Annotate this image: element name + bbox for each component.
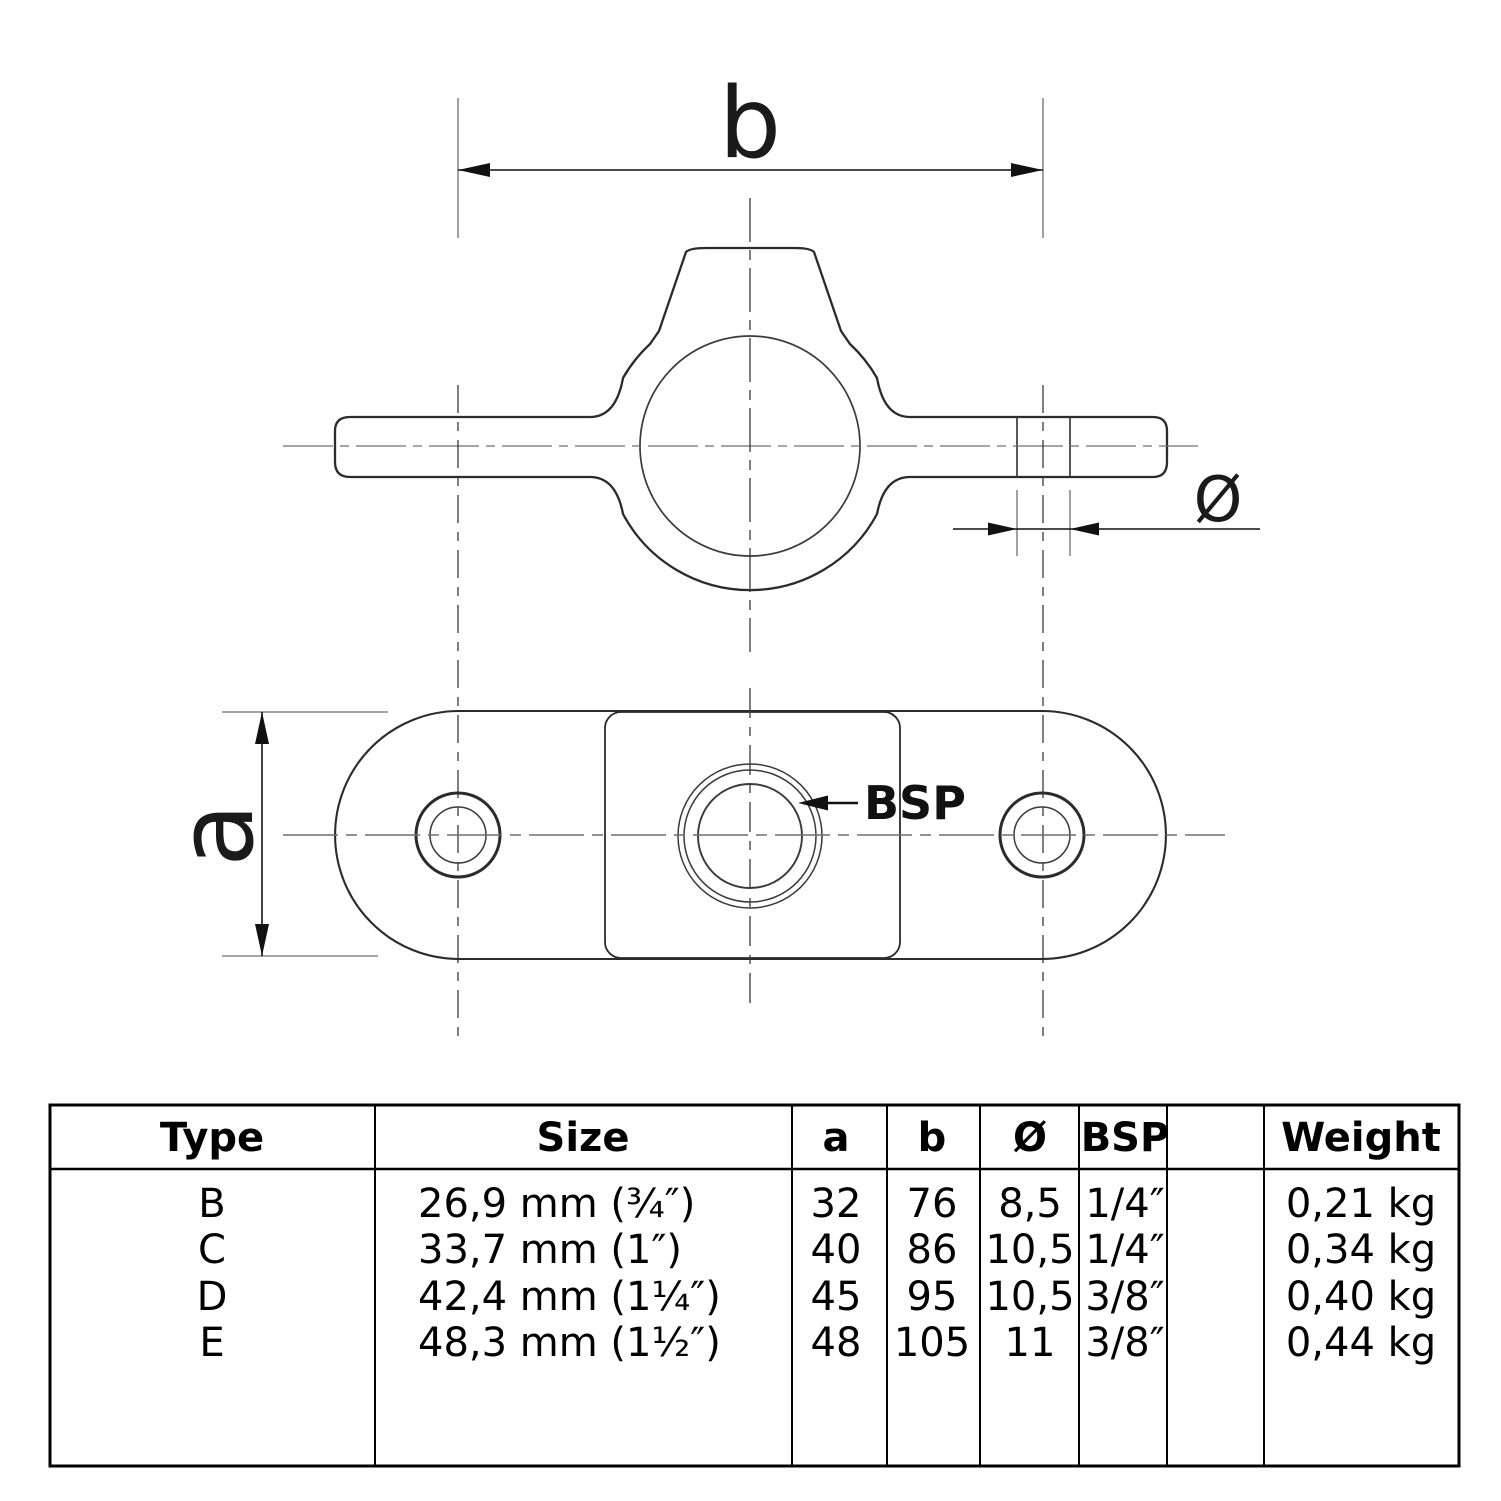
cell-b: 76 — [907, 1181, 958, 1227]
cell-weight: 0,34 kg — [1286, 1227, 1436, 1273]
header-diameter: Ø — [1013, 1115, 1047, 1161]
cell-weight: 0,21 kg — [1286, 1181, 1436, 1227]
table-row: E 48,3 mm (1½″) 48 105 11 3/8″ 0,44 kg — [199, 1320, 1436, 1366]
header-weight: Weight — [1281, 1115, 1441, 1161]
front-view: b Ø — [283, 67, 1260, 1042]
cell-type: C — [198, 1227, 226, 1273]
cell-bsp: 3/8″ — [1085, 1274, 1164, 1320]
cell-size: 26,9 mm (¾″) — [418, 1181, 695, 1227]
dimension-diameter: Ø — [953, 463, 1260, 556]
cell-a: 45 — [811, 1274, 862, 1320]
cell-weight: 0,44 kg — [1286, 1320, 1436, 1366]
dim-b-arrow-right — [1011, 163, 1043, 177]
cell-size: 48,3 mm (1½″) — [418, 1320, 721, 1366]
cell-size: 42,4 mm (1¼″) — [418, 1274, 721, 1320]
front-view-outline — [333, 246, 1169, 592]
cell-size: 33,7 mm (1″) — [418, 1227, 682, 1273]
table-outer-border — [48, 1103, 1461, 1468]
dimension-a: a — [155, 711, 388, 957]
cell-b: 86 — [907, 1227, 958, 1273]
cell-bsp: 1/4″ — [1085, 1227, 1164, 1273]
dim-a-label: a — [155, 803, 277, 867]
bsp-label: BSP — [864, 776, 966, 830]
cell-bsp: 1/4″ — [1085, 1181, 1164, 1227]
dim-dia-arrow-left — [988, 522, 1017, 536]
cell-diameter: 10,5 — [985, 1227, 1074, 1273]
cell-a: 32 — [811, 1181, 862, 1227]
table-row: D 42,4 mm (1¼″) 45 95 10,5 3/8″ 0,40 kg — [197, 1274, 1437, 1320]
header-b: b — [918, 1115, 947, 1161]
cell-b: 105 — [894, 1320, 970, 1366]
header-a: a — [823, 1115, 850, 1161]
header-bsp: BSP — [1081, 1115, 1170, 1161]
cell-diameter: 11 — [1005, 1320, 1056, 1366]
cell-type: B — [198, 1181, 225, 1227]
dim-b-arrow-left — [458, 163, 490, 177]
bsp-callout: BSP — [798, 776, 966, 830]
dim-a-arrow-bottom — [255, 924, 269, 956]
cell-bsp: 3/8″ — [1085, 1320, 1164, 1366]
cell-type: E — [199, 1320, 224, 1366]
bsp-leader-arrow — [798, 795, 828, 811]
plan-plate-outline — [333, 709, 1168, 961]
dim-b-label: b — [719, 67, 781, 181]
spec-table: Type Size a b Ø BSP Weight B 26,9 mm (¾″… — [48, 1103, 1461, 1468]
cell-a: 48 — [811, 1320, 862, 1366]
cell-b: 95 — [907, 1274, 958, 1320]
table-row: C 33,7 mm (1″) 40 86 10,5 1/4″ 0,34 kg — [198, 1227, 1436, 1273]
cell-type: D — [197, 1274, 228, 1320]
plan-view: BSP a — [155, 688, 1225, 1008]
cell-weight: 0,40 kg — [1286, 1274, 1436, 1320]
dim-dia-label: Ø — [1194, 463, 1243, 536]
cell-a: 40 — [811, 1227, 862, 1273]
header-type: Type — [160, 1115, 264, 1161]
table-row: B 26,9 mm (¾″) 32 76 8,5 1/4″ 0,21 kg — [198, 1181, 1436, 1227]
cell-diameter: 10,5 — [985, 1274, 1074, 1320]
header-size: Size — [537, 1115, 630, 1161]
dimension-b: b — [457, 67, 1044, 238]
dim-dia-arrow-right — [1070, 522, 1099, 536]
dim-a-arrow-top — [255, 712, 269, 744]
cell-diameter: 8,5 — [998, 1181, 1062, 1227]
